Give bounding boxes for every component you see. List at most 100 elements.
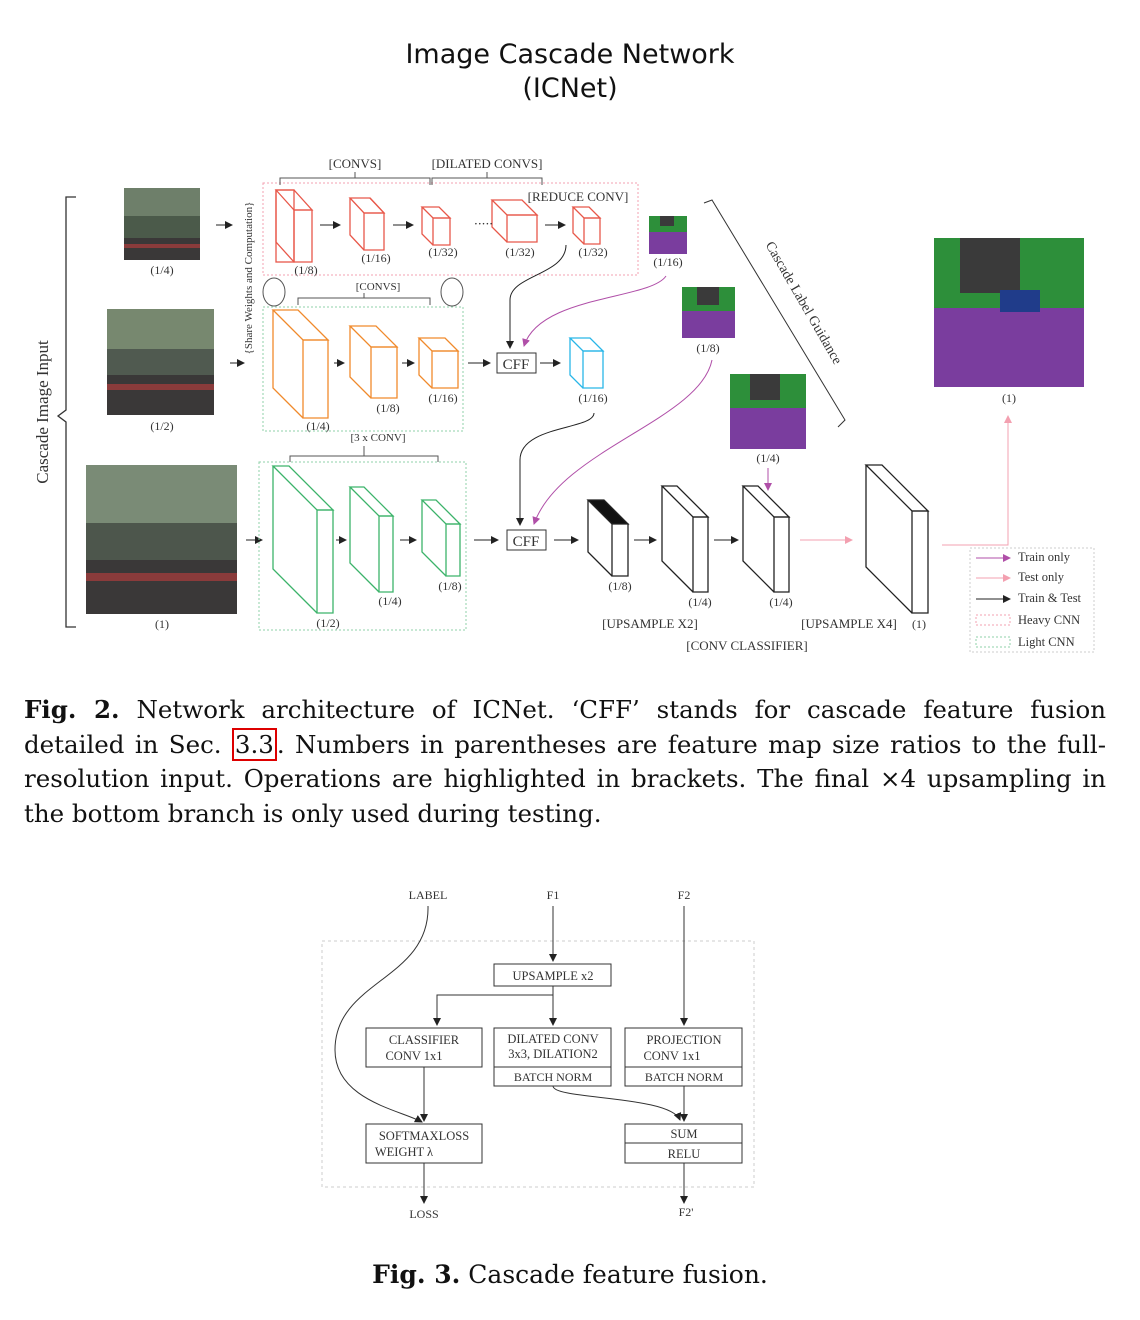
batchnorm-label: BATCH NORM	[645, 1070, 724, 1084]
cyan-block	[568, 337, 605, 389]
batchnorm-label: BATCH NORM	[514, 1070, 593, 1084]
fig3-f2out: F2'	[679, 1205, 694, 1219]
fig3-caption-text: Cascade feature fusion.	[460, 1260, 768, 1289]
projection-label: CONV 1x1	[643, 1049, 700, 1063]
input-brace	[56, 196, 76, 628]
size-in-top: (1/4)	[150, 263, 173, 277]
ellipsis: ·····	[474, 217, 493, 231]
page-title: Image Cascade Network	[405, 39, 735, 70]
input-image-quarter	[124, 188, 200, 260]
legend-label: Train only	[1018, 550, 1071, 564]
size: (1/8)	[696, 341, 719, 355]
bracket	[431, 172, 543, 185]
seg-output-bottom	[730, 374, 806, 449]
fig3-caption: Fig. 3. Cascade feature fusion.	[0, 1258, 1140, 1293]
op-upsample-x4: [UPSAMPLE X4]	[801, 616, 897, 631]
op-upsample-x2: [UPSAMPLE X2]	[602, 616, 698, 631]
size: (1/32)	[578, 245, 607, 259]
softmax-label: SOFTMAXLOSS	[379, 1129, 469, 1143]
upsample-label: UPSAMPLE x2	[513, 969, 594, 983]
op-conv-classifier: [CONV CLASSIFIER]	[686, 638, 807, 653]
legend-label: Train & Test	[1018, 591, 1082, 605]
op-convs-mid: [CONVS]	[356, 281, 401, 293]
op-reduce-conv: [REDUCE CONV]	[528, 189, 629, 204]
seg-output-top	[649, 216, 687, 254]
projection-label: PROJECTION	[646, 1033, 721, 1047]
size: (1/4)	[378, 594, 401, 608]
size: (1/4)	[306, 419, 329, 433]
input-image-full	[86, 465, 237, 614]
size-in-mid: (1/2)	[150, 419, 173, 433]
light-blocks	[271, 465, 462, 614]
legend-label: Test only	[1018, 570, 1065, 584]
size: (1/32)	[428, 245, 457, 259]
legend	[969, 547, 1095, 653]
legend-label: Light CNN	[1018, 635, 1075, 649]
fig3-loss: LOSS	[409, 1207, 438, 1221]
mid-blocks	[271, 309, 460, 419]
size: (1/8)	[376, 401, 399, 415]
classifier-blocks	[586, 464, 930, 614]
share-loop-icon	[262, 277, 464, 307]
fig2-caption-label: Fig. 2.	[24, 695, 120, 724]
heavy-blocks	[274, 189, 602, 263]
legend-light	[975, 636, 1011, 648]
relu-label: RELU	[668, 1147, 701, 1161]
size: (1/4)	[769, 595, 792, 609]
classifier-box	[365, 1027, 483, 1068]
dilated-label: 3x3, DILATION2	[508, 1047, 598, 1061]
cff-label: CFF	[513, 534, 540, 550]
size: (1/16)	[428, 391, 457, 405]
guidance-bracket	[703, 199, 846, 428]
share-weights-label: {Share Weights and Computation}	[243, 202, 255, 355]
size: (1/2)	[316, 616, 339, 630]
fig3-f2: F2	[678, 888, 691, 902]
fig3-label: LABEL	[409, 888, 448, 902]
softmax-label: WEIGHT λ	[375, 1145, 433, 1159]
size: (1)	[912, 617, 926, 631]
fig3-diagram: LABEL F1 F2 UPSAMPLE x2 CLASSIFIER CONV …	[321, 888, 755, 1221]
dilated-box	[493, 1027, 612, 1068]
op-convs-top: [CONVS]	[329, 156, 382, 171]
size-in-bot: (1)	[155, 617, 169, 631]
size: (1/32)	[505, 245, 534, 259]
fig3-f1: F1	[547, 888, 560, 902]
arrow-train	[532, 359, 713, 525]
size: (1/16)	[578, 391, 607, 405]
light-cnn-box-bottom	[258, 461, 467, 631]
page-subtitle: (ICNet)	[522, 73, 618, 104]
size: (1/4)	[756, 451, 779, 465]
dilated-label: DILATED CONV	[507, 1032, 598, 1046]
fig2-caption-text: . Numbers in parentheses are feature map…	[24, 729, 1106, 828]
size: (1/4)	[688, 595, 711, 609]
size: (1/8)	[438, 579, 461, 593]
fig2-caption-text: Network architecture of ICNet. ‘CFF’ sta…	[24, 695, 1106, 759]
light-cnn-box-mid	[262, 306, 464, 432]
sum-label: SUM	[670, 1127, 697, 1141]
cff-block-bottom	[506, 529, 547, 551]
legend-label: Heavy CNN	[1018, 613, 1080, 627]
size: (1)	[1002, 391, 1016, 405]
arrow-train	[522, 275, 667, 347]
seg-output-final	[934, 238, 1084, 387]
op-three-conv: [3 x CONV]	[351, 432, 406, 444]
section-ref-link[interactable]: 3.3	[231, 727, 277, 761]
classifier-label: CONV 1x1	[385, 1049, 442, 1063]
fig2-caption: Fig. 2. Network architecture of ICNet. ‘…	[24, 693, 1106, 831]
input-image-half	[107, 309, 214, 415]
size: (1/8)	[294, 263, 317, 277]
classifier-label: CLASSIFIER	[389, 1033, 460, 1047]
heavy-cnn-box	[262, 182, 639, 276]
cff-block-mid	[496, 352, 537, 374]
size: (1/16)	[653, 255, 682, 269]
cff-label: CFF	[503, 357, 530, 373]
bracket	[297, 293, 431, 305]
arrow	[506, 244, 567, 349]
seg-output-mid	[682, 287, 735, 338]
input-label: Cascade Image Input	[33, 340, 52, 484]
bracket	[279, 172, 431, 185]
op-dilated-convs: [DILATED CONVS]	[432, 156, 543, 171]
bracket	[289, 446, 439, 462]
legend-heavy	[975, 614, 1011, 626]
